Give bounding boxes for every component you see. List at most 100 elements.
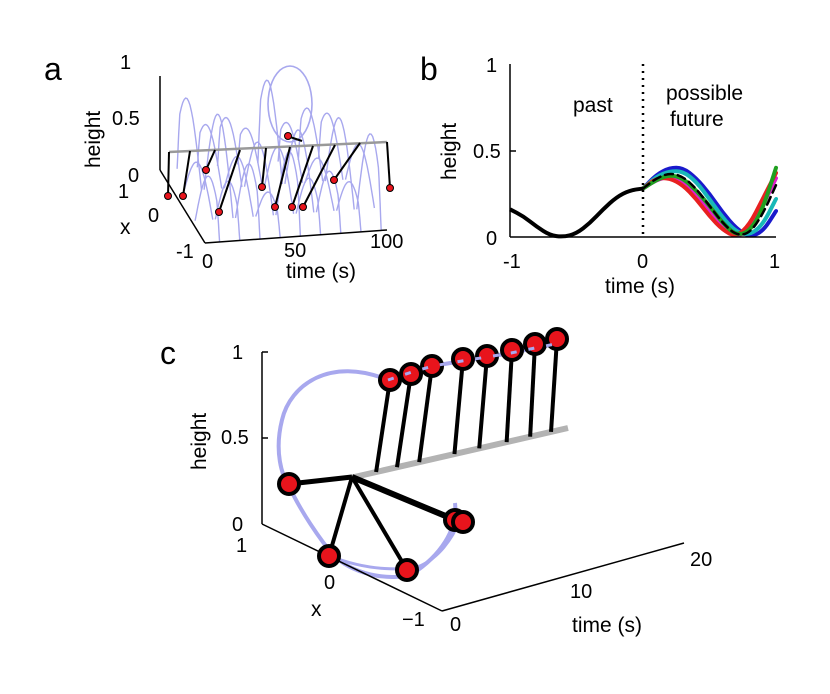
panel-b-letter: b xyxy=(420,51,438,87)
panel-a-rod-10 xyxy=(386,141,391,189)
panel-a-time-tick-0: 0 xyxy=(202,251,213,273)
panel-a-rod-1 xyxy=(167,151,170,197)
panel-a-trajectory-20 xyxy=(304,157,335,212)
panel-a-trajectory-17 xyxy=(284,129,315,213)
panel-c-bob-low-1 xyxy=(277,472,301,496)
panel-a-trajectory-16 xyxy=(295,177,322,235)
panel-a-rod-5 xyxy=(261,147,267,188)
panel-b-past-label: past xyxy=(573,94,613,117)
panel-a-bob-6 xyxy=(271,203,279,211)
panel-a-z-tick-1: 1 xyxy=(120,52,131,74)
panel-c-trajectory-top-overlay xyxy=(387,341,561,382)
panel-a-pendulums xyxy=(164,132,394,216)
panel-c-z-label: height xyxy=(188,413,211,470)
panel-a-bob-8 xyxy=(299,203,307,211)
panel-b-future-line-6 xyxy=(641,172,778,236)
panel-a-trajectory-18 xyxy=(277,121,304,183)
panel-c-letter: c xyxy=(160,335,176,371)
panel-b-x-tick-1: 1 xyxy=(769,251,780,273)
panel-c-z-tick-0-5: 0.5 xyxy=(221,427,249,449)
panel-c-bob-high-8 xyxy=(545,327,569,351)
panel-c-x-tick-1: 1 xyxy=(236,535,247,557)
panel-b: b 1 0.5 0 height -1 0 1 time (s) past po… xyxy=(420,51,780,298)
panel-a-trajectory-3 xyxy=(176,97,203,190)
panel-c-rod-high-2 xyxy=(395,373,413,468)
panel-a-rod-2 xyxy=(182,150,191,197)
panel-c: c 1 0.5 0 height 1 0 −1 x 0 10 20 time (… xyxy=(160,327,712,637)
panel-c-pendulums xyxy=(277,327,569,582)
panel-c-x-axis xyxy=(261,523,443,612)
panel-a-x-tick-0: 0 xyxy=(148,205,159,227)
panel-a-trajectory-15 xyxy=(257,79,283,185)
panel-b-y-tick-0: 0 xyxy=(486,228,497,250)
panel-c-x-label: x xyxy=(311,598,322,621)
panel-a-x-tick-1: 1 xyxy=(118,181,129,203)
panel-c-rod-high-8 xyxy=(549,338,559,433)
panel-b-x-tick-0: 0 xyxy=(637,251,648,273)
panel-a-bob-10 xyxy=(386,184,394,192)
panel-a-trajectory-25 xyxy=(356,133,382,231)
panel-b-past-line xyxy=(509,186,644,239)
panel-a-time-axis xyxy=(204,229,388,244)
panel-a-bob-1 xyxy=(164,192,172,200)
panel-c-x-tick-0: 0 xyxy=(324,572,335,594)
panel-b-possible-label: possible xyxy=(666,82,743,105)
panel-a-time-tick-50: 50 xyxy=(284,240,306,262)
panel-a-bob-7 xyxy=(288,203,296,211)
panel-a-bob-5 xyxy=(258,183,266,191)
panel-a-x-tick-m1: -1 xyxy=(176,241,194,263)
panel-a-rod-4 xyxy=(218,149,241,213)
panel-b-future-line-2 xyxy=(641,169,778,236)
panel-c-bob-high-2 xyxy=(399,362,423,386)
panel-c-rod-high-6 xyxy=(504,349,514,443)
panel-a-trajectory-21 xyxy=(297,107,324,182)
panel-a-bob-4 xyxy=(215,208,223,216)
panel-a-time-tick-100: 100 xyxy=(370,231,403,253)
panel-a-trajectory-9 xyxy=(216,116,243,188)
panel-a-trajectory-12 xyxy=(237,127,263,186)
panel-a-rod-7 xyxy=(291,145,314,208)
panel-a-loop-trajectory xyxy=(267,65,313,143)
panel-a-rod-9 xyxy=(333,142,361,181)
panel-b-future-label: future xyxy=(670,108,724,131)
panel-c-z-tick-1: 1 xyxy=(232,342,243,364)
panel-c-bob-high-4 xyxy=(451,347,475,371)
panel-c-bob-high-7 xyxy=(523,332,547,356)
panel-a-trajectory-23 xyxy=(324,116,355,210)
panel-c-rod-high-4 xyxy=(452,358,465,455)
panel-c-time-label: time (s) xyxy=(572,614,642,637)
panel-a-time-label: time (s) xyxy=(286,260,356,283)
panel-c-rod-high-7 xyxy=(528,343,537,437)
panel-c-bob-low-5 xyxy=(451,510,475,534)
panel-c-rod-high-3 xyxy=(417,365,434,463)
panel-a-trajectory-26 xyxy=(344,143,376,209)
panel-a-bob-3 xyxy=(202,166,210,174)
panel-a-trajectory-7 xyxy=(234,163,261,240)
panel-c-bob-low-2 xyxy=(317,544,341,568)
panel-b-lines xyxy=(509,165,778,239)
panel-c-rod-high-1 xyxy=(374,379,392,473)
panel-b-x-tick-m1: -1 xyxy=(503,251,521,273)
panel-a-trajectory-24 xyxy=(317,112,344,180)
panel-b-y-tick-0-5: 0.5 xyxy=(473,141,501,163)
panel-c-bob-high-3 xyxy=(420,354,444,378)
panel-a-trajectories xyxy=(176,65,382,243)
panel-a-bob-extra xyxy=(284,132,292,140)
panel-c-time-tick-10: 10 xyxy=(570,581,592,603)
panel-a: a 1 0.5 0 height 1 0 -1 x 0 50 100 time … xyxy=(44,51,403,283)
panel-a-trajectory-6 xyxy=(196,123,223,189)
panel-c-rod-low-3 xyxy=(350,475,409,572)
panel-a-letter: a xyxy=(44,51,62,87)
panel-a-rod-6 xyxy=(274,146,291,208)
panel-b-x-label: time (s) xyxy=(605,275,675,298)
panel-c-rod-high-5 xyxy=(477,355,489,449)
panel-a-z-tick-0-5: 0.5 xyxy=(112,108,140,130)
panel-a-z-label: height xyxy=(82,111,105,168)
panel-b-future-line-1 xyxy=(641,165,778,238)
panel-b-y-tick-1: 1 xyxy=(486,55,497,77)
panel-a-bob-2 xyxy=(179,192,187,200)
panel-c-bob-low-3 xyxy=(395,558,419,582)
panel-c-bob-high-6 xyxy=(500,338,524,362)
panel-c-time-tick-20: 20 xyxy=(690,549,712,571)
